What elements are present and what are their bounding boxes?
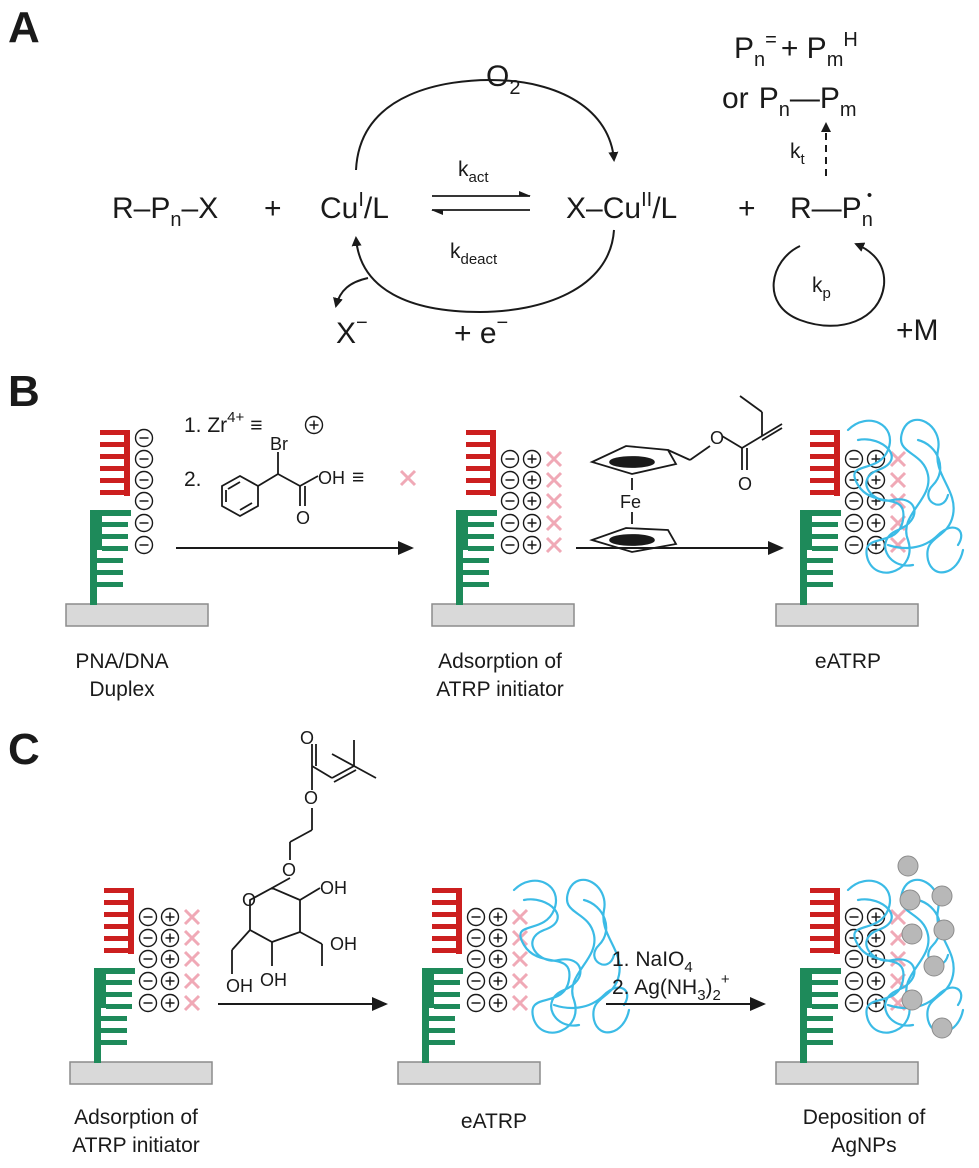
k-act-label: kact xyxy=(458,158,489,186)
k-deact-label: kdeact xyxy=(450,240,498,268)
glycosidic-oxygen-label: O xyxy=(282,860,296,880)
ester-oxygen-label-c: O xyxy=(304,788,318,808)
k-t-label: kt xyxy=(790,140,806,168)
hydroxyl-label-1: OH xyxy=(320,878,347,898)
adsorption-label-c-line-1: Adsorption of xyxy=(74,1106,198,1129)
polymer-electrode-c xyxy=(397,878,631,1085)
agnp-electrode xyxy=(775,878,965,1085)
halide-anion: X− xyxy=(336,312,368,350)
silver-ammine-step: 2. Ag(NH3)2+ xyxy=(612,971,730,1004)
adsorption-label-line-2: ATRP initiator xyxy=(436,678,564,701)
silver-nanoparticle xyxy=(931,885,953,907)
ester-carbonyl-label: O xyxy=(738,474,752,494)
reduction-arc xyxy=(351,229,615,314)
plus-sign-1: + xyxy=(264,192,282,225)
panel-a-letter: A xyxy=(8,3,40,52)
duplex-label-line-1: PNA/DNA xyxy=(75,650,168,673)
zirconium-step: 1. Zr4+≡ xyxy=(184,409,263,437)
cation-symbol xyxy=(304,415,324,435)
polymer-electrode-b xyxy=(775,418,965,627)
silver-nanoparticle xyxy=(899,889,921,911)
silver-nanoparticle xyxy=(931,1017,953,1039)
ester-oxygen-label: O xyxy=(710,428,724,448)
carbonyl-oxygen-label: O xyxy=(296,508,310,528)
disproportionation-products: Pn=+ PmH xyxy=(734,29,858,71)
initiator-step-number: 2. xyxy=(184,468,202,491)
silver-nanoparticle xyxy=(897,855,919,877)
deposition-label-line-1: Deposition of xyxy=(803,1106,926,1129)
copper-ii-complex: X–CuII/L xyxy=(566,189,677,225)
glucosyloxyethyl-methacrylate-structure xyxy=(231,740,377,974)
carbonyl-oxygen-label-c: O xyxy=(300,728,314,748)
iron-label: Fe xyxy=(620,492,641,512)
silver-nanoparticle xyxy=(923,955,945,977)
hydroxyl-label-3: OH xyxy=(226,976,253,996)
periodate-step: 1. NaIO4 xyxy=(612,948,693,976)
silver-nanoparticle xyxy=(901,989,923,1011)
silver-nanoparticles xyxy=(897,855,955,1039)
halide-release-arrow xyxy=(333,277,369,308)
hydroxyl-label: OH xyxy=(318,468,345,488)
adsorption-label-c-line-2: ATRP initiator xyxy=(72,1134,200,1157)
hydroxyl-label-4: OH xyxy=(260,970,287,990)
hydroxyl-label-2: OH xyxy=(330,934,357,954)
initiator-electrode-c xyxy=(69,888,213,1085)
propagating-radical: R—Pn• xyxy=(790,187,873,231)
silver-nanoparticle xyxy=(901,923,923,945)
initiator-symbol xyxy=(399,469,417,487)
duplex-electrode xyxy=(65,428,209,627)
oxygen-label: O2 xyxy=(486,60,520,99)
eatrp-label-b: eATRP xyxy=(815,650,881,673)
ferrocenylmethyl-methacrylate-structure xyxy=(589,395,783,553)
deposition-label-line-2: AgNPs xyxy=(831,1134,896,1157)
bromophenylacetic-acid-structure xyxy=(221,452,319,518)
electron-label: + e− xyxy=(454,312,508,350)
panel-b-letter: B xyxy=(8,367,40,416)
plus-sign-2: + xyxy=(738,192,756,225)
monomer-label: +M xyxy=(896,314,939,347)
adsorption-label-line-1: Adsorption of xyxy=(438,650,562,673)
oxidation-arc xyxy=(355,78,619,171)
eatrp-label-c: eATRP xyxy=(461,1110,527,1133)
dormant-chain: R–Pn–X xyxy=(112,192,218,231)
copper-i-complex: CuI/L xyxy=(320,189,389,225)
panel-c-letter: C xyxy=(8,725,40,774)
ring-oxygen-label: O xyxy=(242,890,256,910)
initiator-electrode xyxy=(431,430,575,627)
silver-nanoparticle xyxy=(933,919,955,941)
propagation-loop xyxy=(772,242,886,327)
initiator-equivalence: ≡ xyxy=(352,466,364,489)
bromine-label: Br xyxy=(270,434,288,454)
duplex-label-line-2: Duplex xyxy=(89,678,155,701)
k-p-label: kp xyxy=(812,274,831,302)
